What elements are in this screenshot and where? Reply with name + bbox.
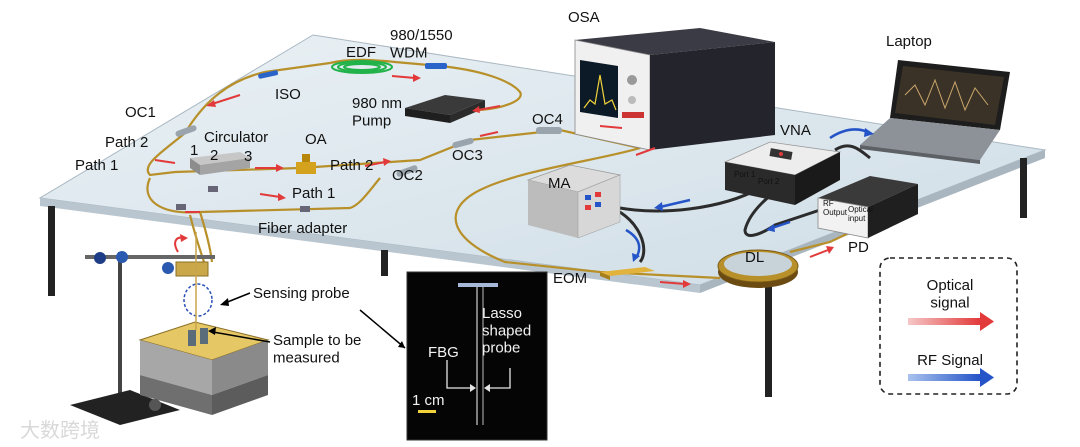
laptop-device <box>860 60 1010 164</box>
circulator-port3-label: 3 <box>244 148 252 165</box>
legend-rf-arrow <box>908 374 980 381</box>
iso-label: ISO <box>275 86 301 103</box>
oc4-label: OC4 <box>532 111 563 128</box>
wdm-component <box>425 63 447 69</box>
pd-box <box>817 176 918 239</box>
oc3-label: OC3 <box>452 147 483 164</box>
circulator-box <box>190 152 250 175</box>
eom-component <box>600 267 655 280</box>
legend-rf-arrowhead <box>980 368 994 387</box>
oc1-component <box>175 125 197 137</box>
optical-arrows <box>154 74 834 288</box>
fiber-adapter-label: Fiber adapter <box>258 220 347 237</box>
path2-left-label: Path 2 <box>105 134 148 151</box>
pump-box <box>405 95 485 123</box>
edf-coil <box>331 60 393 74</box>
fbg-label: FBG <box>428 344 459 361</box>
eom-label: EOM <box>553 270 587 287</box>
legend-box <box>879 257 1018 395</box>
legend-rf-label: RF Signal <box>917 352 983 369</box>
vna-port2-label: Port 2 <box>758 177 780 186</box>
rf-arrows <box>625 128 874 262</box>
osa-label: OSA <box>568 9 600 26</box>
delay-line-spool <box>717 249 799 288</box>
ma-label: MA <box>548 175 571 192</box>
path1-left-label: Path 1 <box>75 157 118 174</box>
laptop-label: Laptop <box>886 33 932 50</box>
path2-mid-label: Path 2 <box>330 157 373 174</box>
path1-mid-label: Path 1 <box>292 185 335 202</box>
legend-optical-arrowhead <box>980 312 994 331</box>
osa-instrument <box>574 28 775 151</box>
oc3-component <box>452 137 474 149</box>
oa-label: OA <box>305 131 327 148</box>
probe-photo-inset <box>406 271 548 441</box>
oc4-component <box>536 127 562 134</box>
ma-instrument <box>526 164 622 239</box>
oc2-label: OC2 <box>392 167 423 184</box>
dl-label: DL <box>745 249 764 266</box>
vna-instrument <box>723 141 842 205</box>
iso-component <box>258 70 279 79</box>
scale-label: 1 cm <box>412 392 445 409</box>
sensing-probe-label: Sensing probe <box>253 285 350 302</box>
oc2-component <box>396 165 418 177</box>
circulator-label: Circulator <box>204 129 268 146</box>
oa-component <box>296 154 316 174</box>
sample-stage <box>70 232 270 425</box>
callout-lines <box>208 292 406 349</box>
watermark-text: 大数跨境 <box>20 418 100 442</box>
circulator-port1-label: 1 <box>190 142 198 159</box>
fiber-adapter-parts <box>176 186 310 212</box>
edf-label: EDF <box>346 44 376 61</box>
vna-port1-label: Port 1 <box>734 170 756 179</box>
circulator-port2-label: 2 <box>210 147 218 164</box>
pd-label: PD <box>848 239 869 256</box>
legend-optical-arrow <box>908 318 980 325</box>
vna-label: VNA <box>780 122 811 139</box>
oc1-label: OC1 <box>125 104 156 121</box>
